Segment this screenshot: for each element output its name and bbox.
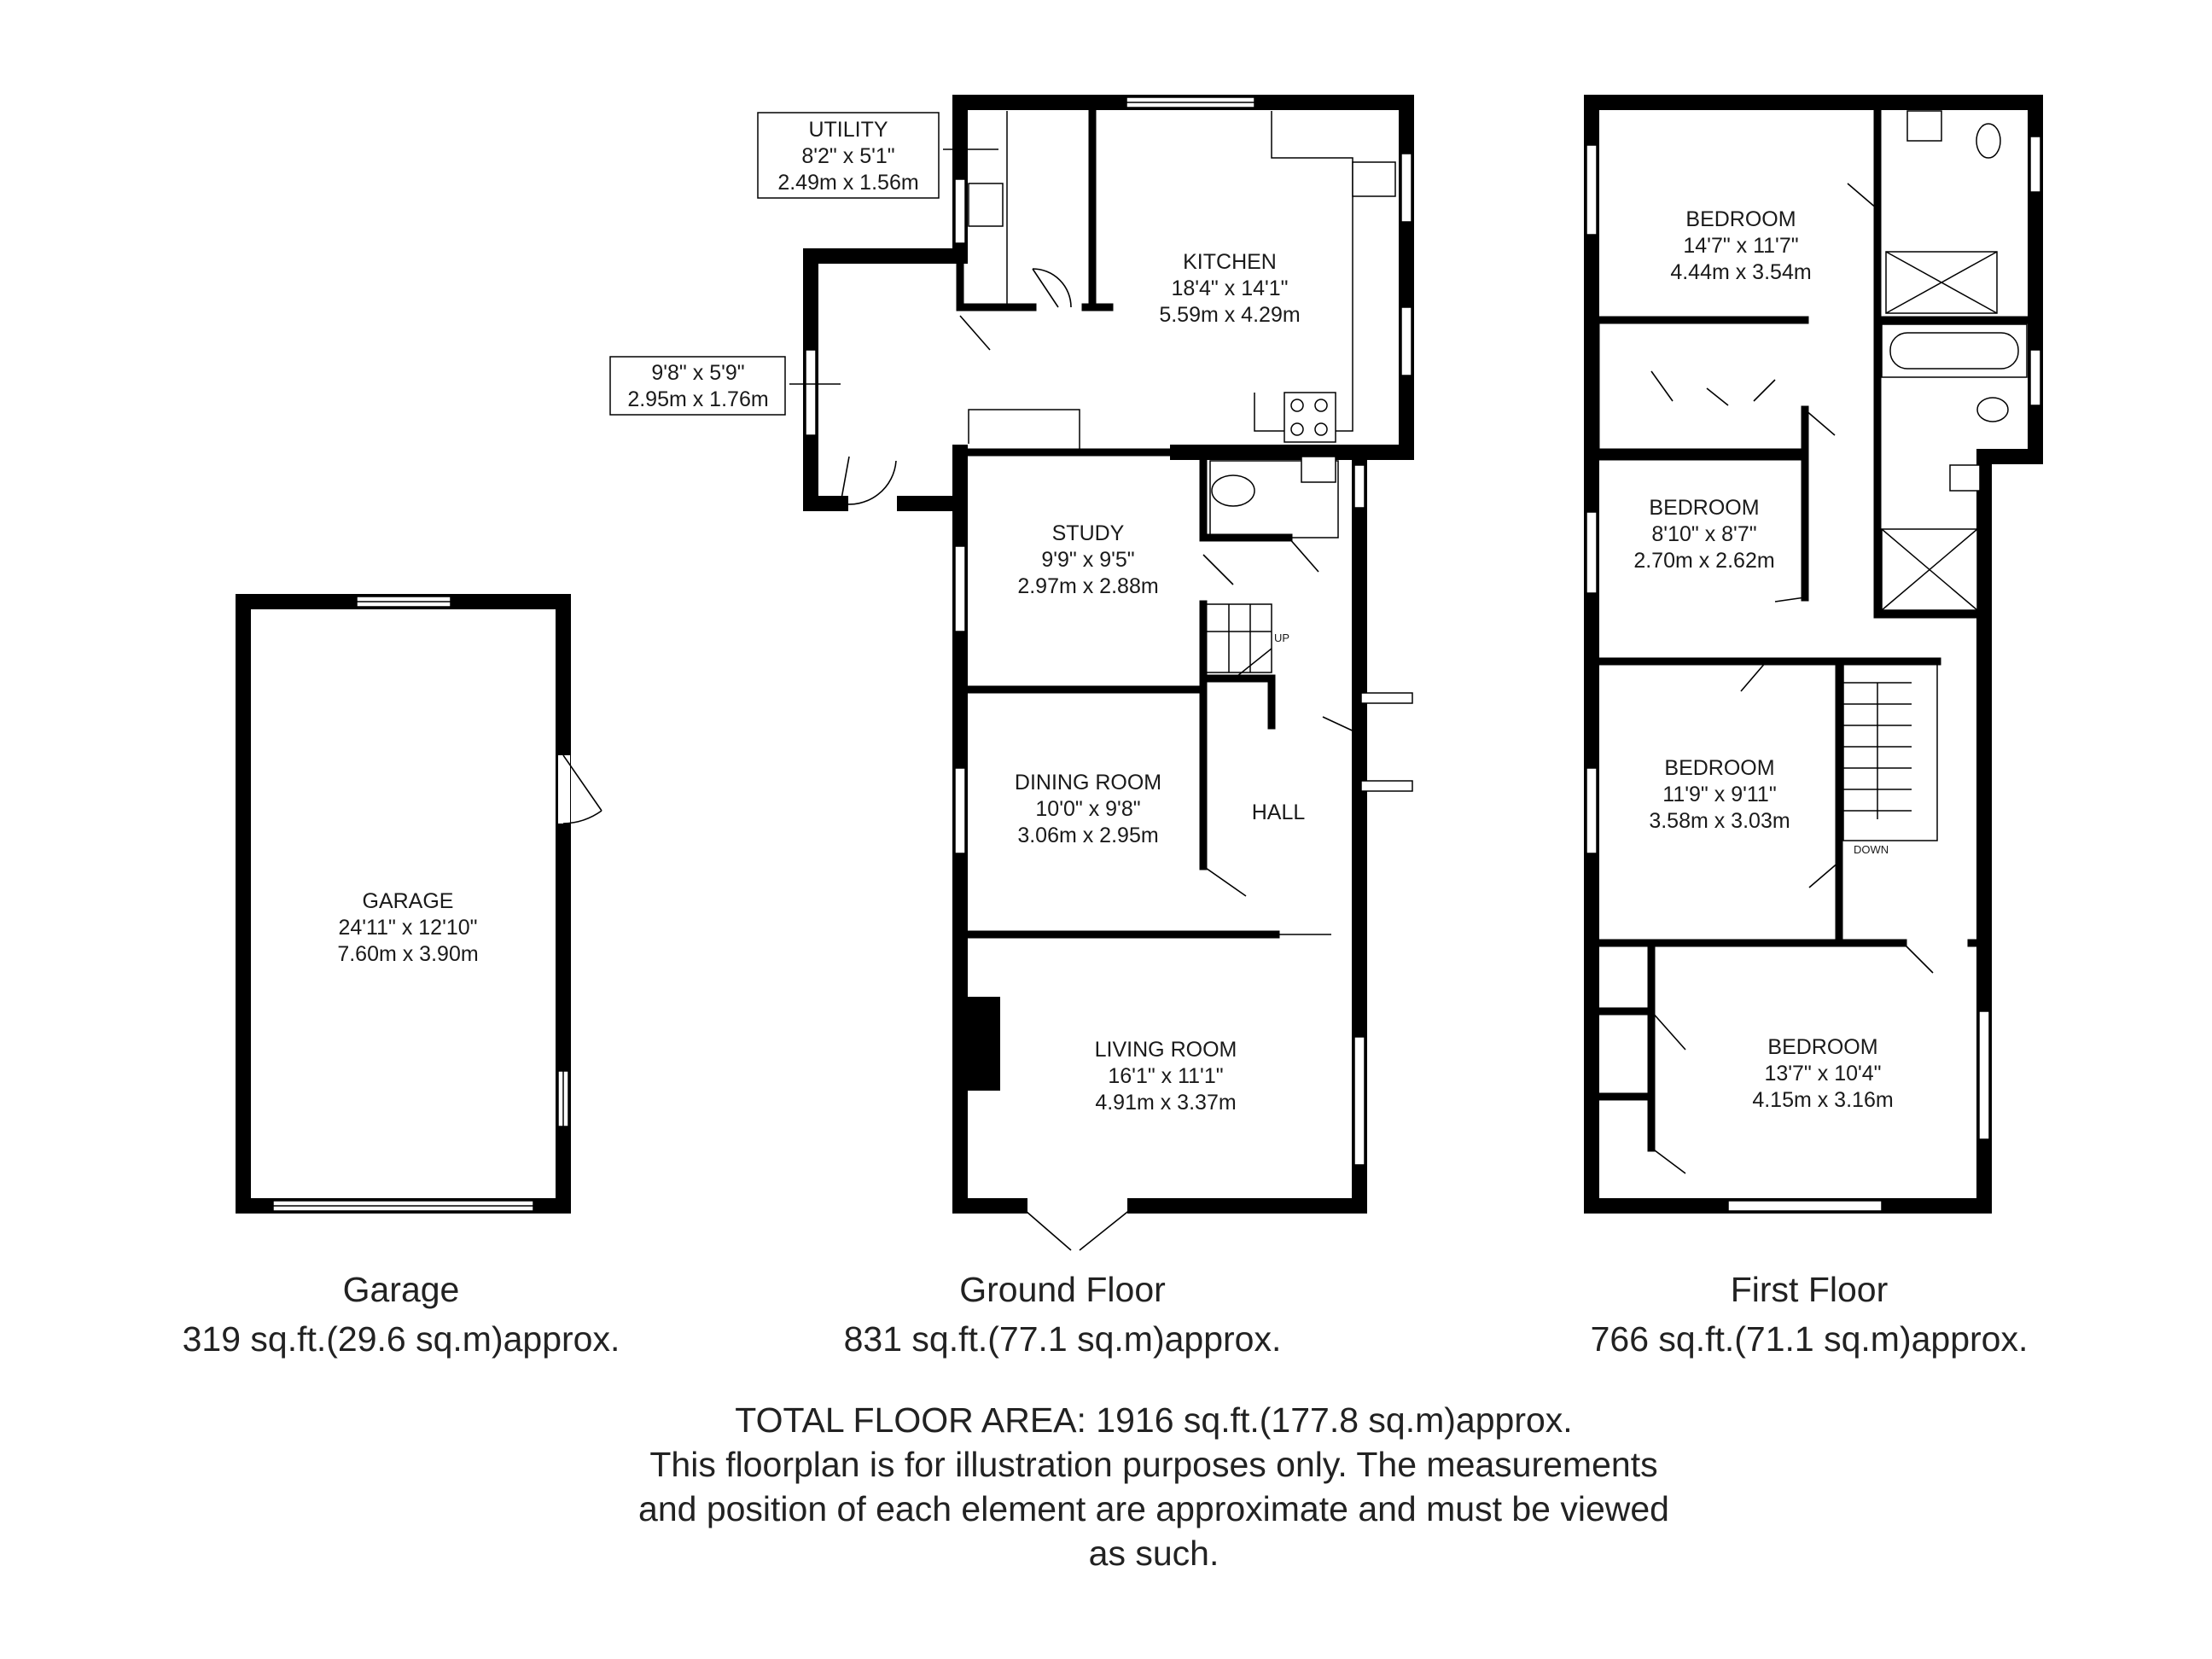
living-french-doors [1019,1205,1136,1251]
study-imperial: 9'9" x 9'5" [1041,548,1134,572]
bed1-imperial: 14'7" x 11'7" [1683,234,1798,258]
bed2-window [1586,511,1598,594]
utility-imperial: 8'2" x 5'1" [801,144,894,168]
dining-window [954,767,966,854]
first-floor-outer-wall [1584,95,2043,1214]
dining-imperial: 10'0" x 9'8" [1035,797,1140,821]
wc-toilet [1211,474,1255,507]
hob [1284,392,1336,443]
hall-doors [1202,537,1319,585]
first-caption-title: First Floor [1731,1270,1889,1309]
wc-window [1353,464,1365,509]
bed2-name: BEDROOM [1649,496,1759,520]
ground-stairs [1202,603,1272,673]
dining-name: DINING ROOM [1015,771,1161,795]
living-fireplace [966,997,1000,1091]
bed4-imperial: 13'7" x 10'4" [1764,1062,1881,1086]
bed2-metric: 2.70m x 2.62m [1633,549,1774,573]
bed3-name: BEDROOM [1664,756,1774,780]
porch-imperial: 9'8" x 5'9" [651,361,744,385]
garage-caption-title: Garage [343,1270,460,1309]
kitchen-metric: 5.59m x 4.29m [1159,303,1300,327]
disclaimer-line-2: and position of each element are approxi… [638,1489,1669,1528]
garage-side-door-gap [558,755,570,824]
living-metric: 4.91m x 3.37m [1095,1091,1236,1115]
bath-toilet [1976,397,2009,422]
porch-inner-door [959,315,991,351]
bath-basin [1949,464,1981,492]
first-floor-doors-2 [1740,597,1806,692]
first-floor-doors-3 [1650,861,1934,1174]
front-porch-post-2 [1360,780,1413,792]
disclaimer-line-3: as such. [1089,1534,1220,1573]
dining-metric: 3.06m x 2.95m [1017,824,1158,847]
bed1-metric: 4.44m x 3.54m [1670,260,1811,284]
total-floor-area: TOTAL FLOOR AREA: 1916 sq.ft.(177.8 sq.m… [735,1400,1572,1440]
kitchen-window-right-1 [1400,153,1412,223]
wc-basin [1301,456,1336,483]
garage-caption-area: 319 sq.ft.(29.6 sq.m)approx. [183,1319,620,1359]
garage-name: GARAGE [363,889,454,913]
garage-metric: 7.60m x 3.90m [337,942,478,966]
dining-living-doors [1202,865,1331,935]
utility-label-box [757,112,940,199]
bed1-window [1586,144,1598,236]
first-stairs [1842,661,1938,841]
first-floor-doors-1 [1804,183,1878,436]
kitchen-counter [1254,111,1353,432]
living-window [1353,1036,1365,1166]
bed3-imperial: 11'9" x 9'11" [1662,783,1776,806]
study-window [954,545,966,632]
kitchen-imperial: 18'4" x 14'1" [1171,276,1288,300]
garage-plan [236,594,602,1214]
stairs-up-label: UP [1274,632,1289,644]
wardrobe-doors [1650,370,1776,406]
living-imperial: 16'1" x 11'1" [1108,1064,1223,1088]
ensuite-toilet [1976,123,2001,159]
front-porch-post-1 [1360,692,1413,704]
living-name: LIVING ROOM [1095,1038,1237,1062]
garage-side-door [562,754,602,824]
front-door [1322,716,1360,735]
bed4-window-right [1978,1010,1990,1140]
kitchen-sink [1352,161,1396,197]
ground-caption-title: Ground Floor [959,1270,1166,1309]
bed1-name: BEDROOM [1685,207,1796,231]
utility-door [1032,268,1072,308]
ensuite-window [2029,136,2041,193]
utility-sink [968,183,1004,227]
stairs-down-label: DOWN [1854,843,1889,856]
utility-name: UTILITY [808,118,888,142]
hall-name: HALL [1252,800,1306,824]
utility-metric: 2.49m x 1.56m [777,171,918,195]
kitchen-window-right-2 [1400,306,1412,376]
ground-caption-area: 831 sq.ft.(77.1 sq.m)approx. [844,1319,1282,1359]
bed4-name: BEDROOM [1767,1035,1877,1059]
study-name: STUDY [1052,521,1125,545]
utility-window [954,178,966,244]
bed3-metric: 3.58m x 3.03m [1649,809,1790,833]
bed3-window [1586,767,1598,854]
disclaimer-line-1: This floorplan is for illustration purpo… [649,1445,1657,1484]
first-caption-area: 766 sq.ft.(71.1 sq.m)approx. [1591,1319,2029,1359]
porch-metric: 2.95m x 1.76m [627,387,768,411]
bed4-metric: 4.15m x 3.16m [1752,1088,1893,1112]
first-floor-plan [1584,95,2043,1214]
garage-imperial: 24'11" x 12'10" [338,916,477,940]
porch-window [805,349,817,436]
porch-door [840,456,897,505]
ensuite-basin [1906,110,1942,142]
bed4-window-bottom [1727,1200,1883,1212]
ground-floor-plan [609,95,1414,1251]
bath-window [2029,349,2041,406]
kitchen-name: KITCHEN [1183,250,1277,274]
bed2-imperial: 8'10" x 8'7" [1651,522,1756,546]
study-metric: 2.97m x 2.88m [1017,574,1158,598]
porch-label-box [609,356,786,416]
